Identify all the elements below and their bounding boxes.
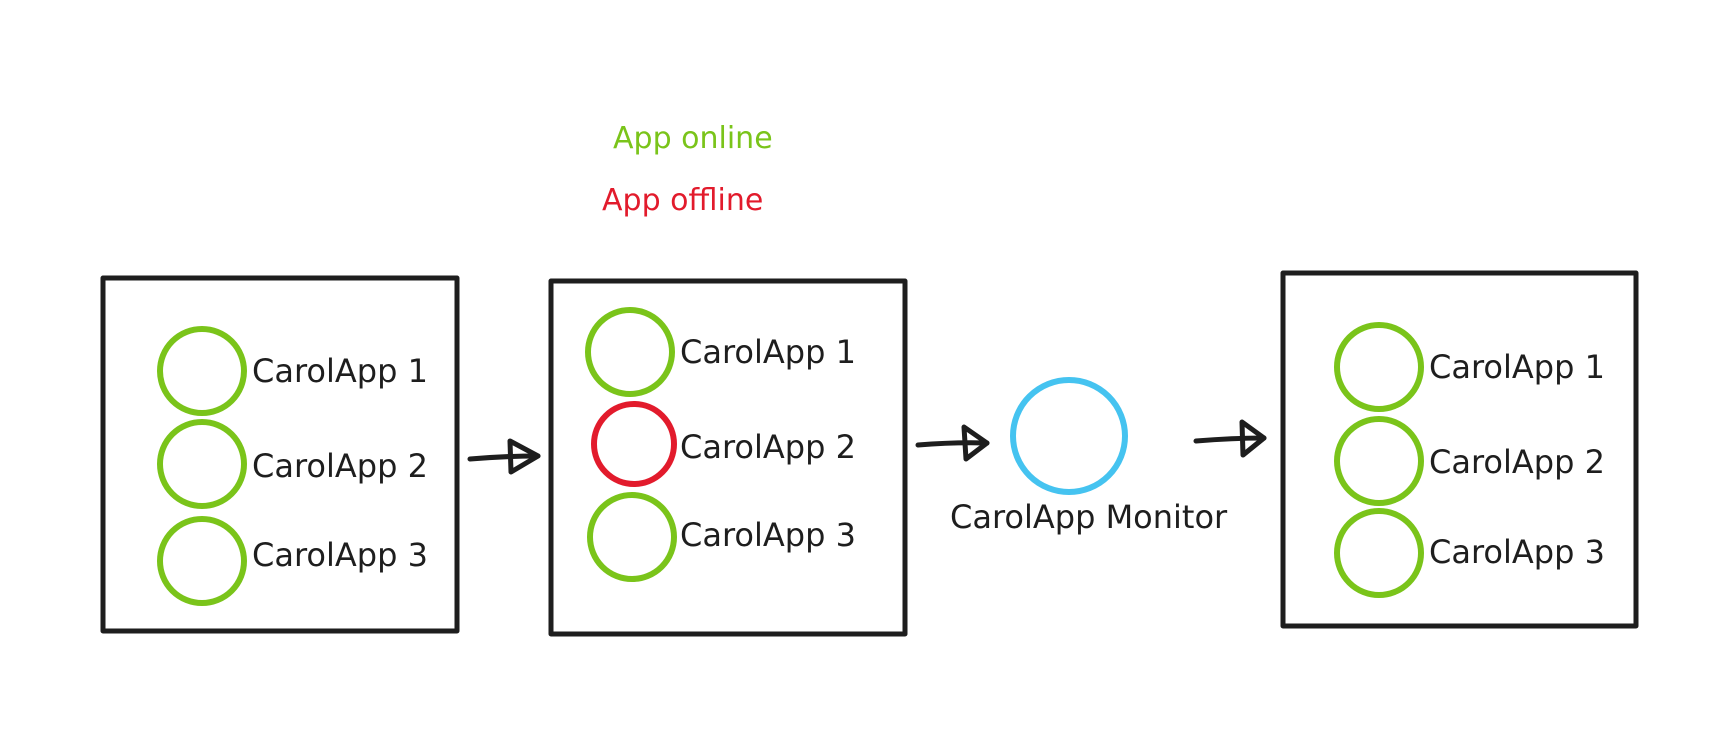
stage-3-box	[1280, 270, 1639, 629]
arrow-stage2-to-monitor	[915, 424, 990, 462]
stage-3-group: CarolApp 1 CarolApp 2 CarolApp 3	[1280, 270, 1639, 629]
app-status-circle	[157, 516, 247, 606]
app-label: CarolApp 1	[1429, 348, 1605, 386]
app-label: CarolApp 1	[680, 333, 856, 371]
legend-online-label: App online	[613, 121, 773, 156]
app-label: CarolApp 3	[680, 516, 856, 554]
app-status-circle	[1334, 322, 1424, 412]
app-label: CarolApp 2	[680, 428, 856, 466]
arrow-monitor-to-stage3	[1193, 419, 1267, 458]
legend: App online App offline	[602, 121, 773, 218]
stage-1-box	[100, 275, 460, 634]
arrow-stage1-to-stage2	[467, 438, 541, 475]
stage-1-group: CarolApp 1 CarolApp 2 CarolApp 3	[100, 275, 460, 634]
app-label: CarolApp 1	[252, 352, 428, 390]
app-status-circle	[1334, 416, 1424, 506]
app-label: CarolApp 3	[252, 536, 428, 574]
app-label: CarolApp 2	[1429, 443, 1605, 481]
app-status-circle	[591, 401, 677, 487]
app-status-circle	[157, 326, 247, 416]
app-label: CarolApp 3	[1429, 533, 1605, 571]
stage-2-group: CarolApp 1 CarolApp 2 CarolApp 3	[548, 278, 908, 637]
legend-offline-label: App offline	[602, 183, 763, 218]
monitor-circle	[1010, 377, 1128, 495]
stage-2-box	[548, 278, 908, 637]
monitor-label: CarolApp Monitor	[950, 498, 1228, 536]
app-status-circle	[1334, 508, 1424, 598]
app-label: CarolApp 2	[252, 447, 428, 485]
app-status-circle	[585, 307, 675, 397]
app-status-circle	[587, 492, 677, 582]
app-status-circle	[157, 419, 247, 509]
monitor-group: CarolApp Monitor	[950, 377, 1228, 536]
